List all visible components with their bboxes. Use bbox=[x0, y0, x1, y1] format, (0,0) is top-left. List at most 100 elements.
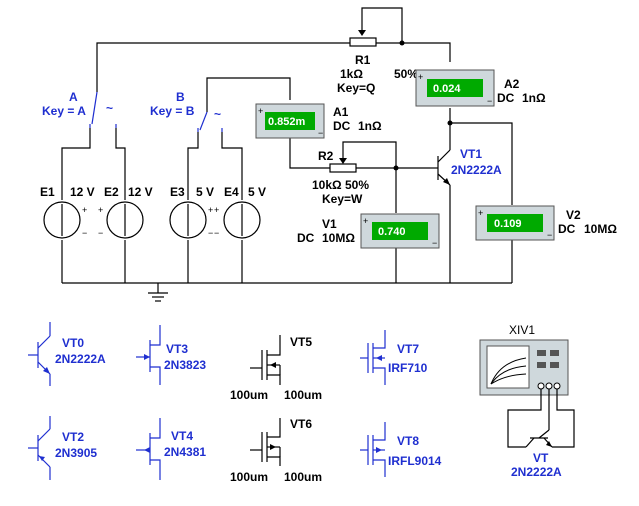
switch-b-key: Key = B bbox=[150, 104, 195, 118]
svg-text:2N4381: 2N4381 bbox=[164, 445, 206, 459]
svg-text:2N3905: 2N3905 bbox=[55, 446, 97, 460]
svg-text:100um: 100um bbox=[230, 388, 268, 402]
e4-value: 5 V bbox=[248, 185, 266, 199]
source-e4[interactable]: + − E4 5 V bbox=[214, 185, 266, 239]
switch-b-name: B bbox=[176, 90, 185, 104]
svg-text:VT5: VT5 bbox=[290, 335, 312, 349]
e2-value: 12 V bbox=[128, 185, 153, 199]
junction-dots bbox=[393, 40, 453, 171]
a1-name: A1 bbox=[333, 105, 349, 119]
svg-text:+: + bbox=[478, 208, 483, 218]
svg-text:−: − bbox=[432, 238, 437, 248]
svg-text:100um: 100um bbox=[284, 470, 322, 484]
library-vt4[interactable]: VT4 2N4381 bbox=[136, 418, 206, 480]
svg-text:IRFL9014: IRFL9014 bbox=[388, 454, 442, 468]
library-vt5[interactable]: VT5 100um 100um bbox=[230, 335, 322, 402]
svg-text:−: − bbox=[214, 228, 219, 238]
r1-value: 1kΩ bbox=[340, 67, 363, 81]
iv-analyzer-xiv1[interactable]: XIV1 bbox=[479, 323, 575, 448]
a2-mode: DC bbox=[497, 91, 515, 105]
a1-value: 0.852m bbox=[268, 116, 306, 128]
a2-name: A2 bbox=[504, 77, 520, 91]
library-vt0[interactable]: VT0 2N2222A bbox=[28, 322, 106, 386]
library-vt8[interactable]: VT8 IRFL9014 bbox=[360, 422, 442, 477]
r1-key: Key=Q bbox=[337, 81, 375, 95]
a2-value: 0.024 bbox=[433, 83, 461, 95]
svg-text:−: − bbox=[487, 96, 492, 106]
v2-name: V2 bbox=[566, 208, 581, 222]
meter-v1[interactable]: 0.740 + − V1 DC 10MΩ bbox=[297, 213, 440, 249]
switch-a[interactable]: ~ A Key = A bbox=[42, 90, 117, 128]
switch-a-name: A bbox=[69, 90, 78, 104]
resistor-r1[interactable]: R1 1kΩ 50% Key=Q bbox=[337, 30, 418, 95]
library-vt[interactable]: VT 2N2222A bbox=[511, 429, 562, 479]
source-e1[interactable]: + − E1 12 V bbox=[40, 185, 95, 239]
svg-text:VT0: VT0 bbox=[62, 336, 84, 350]
r2-key: Key=W bbox=[322, 192, 363, 206]
svg-text:−: − bbox=[547, 230, 552, 240]
r2-name: R2 bbox=[318, 149, 334, 163]
switch-a-mark: ~ bbox=[106, 101, 113, 115]
e4-name: E4 bbox=[224, 185, 239, 199]
svg-text:100um: 100um bbox=[284, 388, 322, 402]
resistor-r2[interactable]: R2 10kΩ 50% Key=W bbox=[312, 149, 369, 206]
vt1-name: VT1 bbox=[460, 147, 482, 161]
svg-text:2N2222A: 2N2222A bbox=[55, 352, 106, 366]
e1-name: E1 bbox=[40, 185, 55, 199]
a1-resistance: 1nΩ bbox=[358, 119, 382, 133]
r1-name: R1 bbox=[355, 53, 371, 67]
main-wiring bbox=[61, 7, 513, 302]
v1-value: 0.740 bbox=[378, 226, 406, 238]
svg-text:VT2: VT2 bbox=[62, 430, 84, 444]
svg-text:VT: VT bbox=[533, 451, 549, 465]
e2-name: E2 bbox=[104, 185, 119, 199]
svg-text:VT4: VT4 bbox=[171, 429, 193, 443]
e3-value: 5 V bbox=[196, 185, 214, 199]
v2-resistance: 10MΩ bbox=[584, 222, 617, 236]
meter-v2[interactable]: 0.109 + − V2 DC 10MΩ bbox=[475, 205, 617, 241]
svg-text:+: + bbox=[418, 72, 423, 82]
library-vt3[interactable]: VT3 2N3823 bbox=[136, 325, 206, 385]
svg-text:+: + bbox=[214, 205, 219, 215]
svg-text:−: − bbox=[318, 128, 323, 138]
library-vt2[interactable]: VT2 2N3905 bbox=[28, 416, 97, 480]
svg-text:2N3823: 2N3823 bbox=[164, 358, 206, 372]
vt1-model: 2N2222A bbox=[451, 163, 502, 177]
r1-percent: 50% bbox=[394, 67, 418, 81]
svg-text:VT7: VT7 bbox=[397, 342, 419, 356]
a2-resistance: 1nΩ bbox=[522, 91, 546, 105]
svg-text:IRF710: IRF710 bbox=[388, 361, 428, 375]
v1-name: V1 bbox=[322, 217, 337, 231]
svg-text:2N2222A: 2N2222A bbox=[511, 465, 562, 479]
svg-text:−: − bbox=[208, 228, 213, 238]
source-e2[interactable]: + − E2 12 V bbox=[98, 185, 153, 239]
meter-a1[interactable]: 0.852m + − A1 DC 1nΩ bbox=[255, 103, 382, 139]
svg-text:100um: 100um bbox=[230, 470, 268, 484]
switch-a-key: Key = A bbox=[42, 104, 86, 118]
source-e3[interactable]: + − E3 5 V bbox=[169, 185, 214, 239]
svg-text:+: + bbox=[258, 106, 263, 116]
svg-text:+: + bbox=[363, 216, 368, 226]
e1-value: 12 V bbox=[70, 185, 95, 199]
svg-text:−: − bbox=[82, 228, 87, 238]
meter-a2[interactable]: 0.024 + − A2 DC 1nΩ bbox=[415, 69, 546, 107]
v2-mode: DC bbox=[558, 222, 576, 236]
r2-value: 10kΩ 50% bbox=[312, 178, 369, 192]
svg-text:VT6: VT6 bbox=[290, 417, 312, 431]
a1-mode: DC bbox=[333, 119, 351, 133]
v2-value: 0.109 bbox=[494, 218, 522, 230]
svg-text:VT3: VT3 bbox=[166, 342, 188, 356]
svg-text:+: + bbox=[208, 205, 213, 215]
e3-name: E3 bbox=[170, 185, 185, 199]
library-vt6[interactable]: VT6 100um 100um bbox=[230, 417, 322, 484]
v1-resistance: 10MΩ bbox=[322, 231, 355, 245]
switch-b-mark: ~ bbox=[214, 107, 221, 121]
svg-text:−: − bbox=[98, 228, 103, 238]
transistor-vt1[interactable]: VT1 2N2222A bbox=[430, 147, 502, 186]
svg-text:+: + bbox=[98, 205, 103, 215]
v1-mode: DC bbox=[297, 231, 315, 245]
library-vt7[interactable]: VT7 IRF710 bbox=[360, 330, 428, 385]
svg-text:XIV1: XIV1 bbox=[509, 323, 535, 337]
switch-b[interactable]: ~ B Key = B bbox=[150, 90, 223, 132]
